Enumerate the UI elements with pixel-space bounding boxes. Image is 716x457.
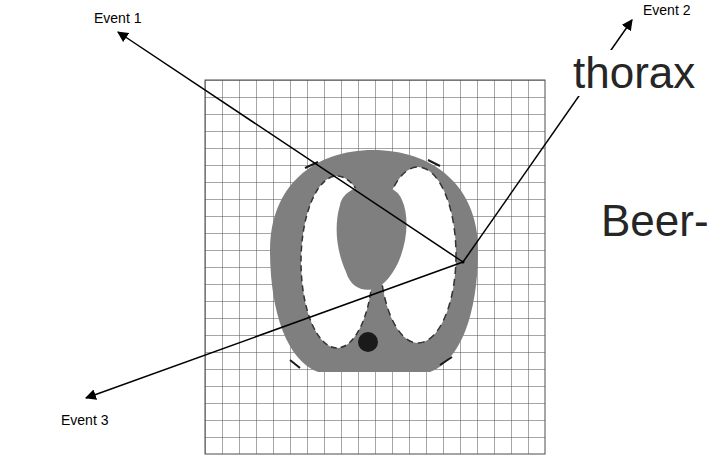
event-ray [118, 32, 463, 262]
spine [358, 332, 378, 352]
slide-text: Beer- [600, 198, 710, 244]
event-label: Event 3 [60, 413, 109, 428]
thorax-body [270, 150, 478, 372]
event-label: Event 1 [93, 11, 142, 26]
voxel-grid [205, 80, 545, 454]
event-ray [86, 262, 463, 398]
slide-text: thorax [572, 50, 696, 96]
rib-marks [290, 160, 452, 368]
emission-point [462, 261, 465, 264]
event-label: Event 2 [642, 3, 691, 18]
